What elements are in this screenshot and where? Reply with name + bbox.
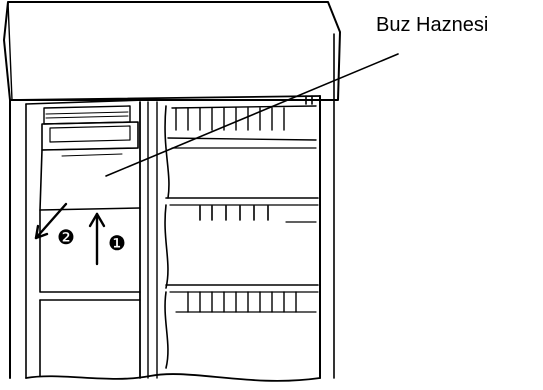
step-1-marker: ❶ bbox=[108, 231, 126, 255]
cutaway-edge bbox=[26, 374, 320, 381]
lift-up-arrow-icon bbox=[90, 214, 104, 264]
callout-leader-line bbox=[106, 54, 398, 176]
shelf-compartment bbox=[165, 106, 318, 368]
divider-panel bbox=[140, 102, 157, 378]
ice-bucket-callout-label: Buz Haznesi bbox=[376, 14, 488, 37]
step-2-marker: ❷ bbox=[57, 225, 75, 249]
cabinet-body bbox=[10, 34, 334, 378]
cabinet-top bbox=[4, 2, 340, 100]
